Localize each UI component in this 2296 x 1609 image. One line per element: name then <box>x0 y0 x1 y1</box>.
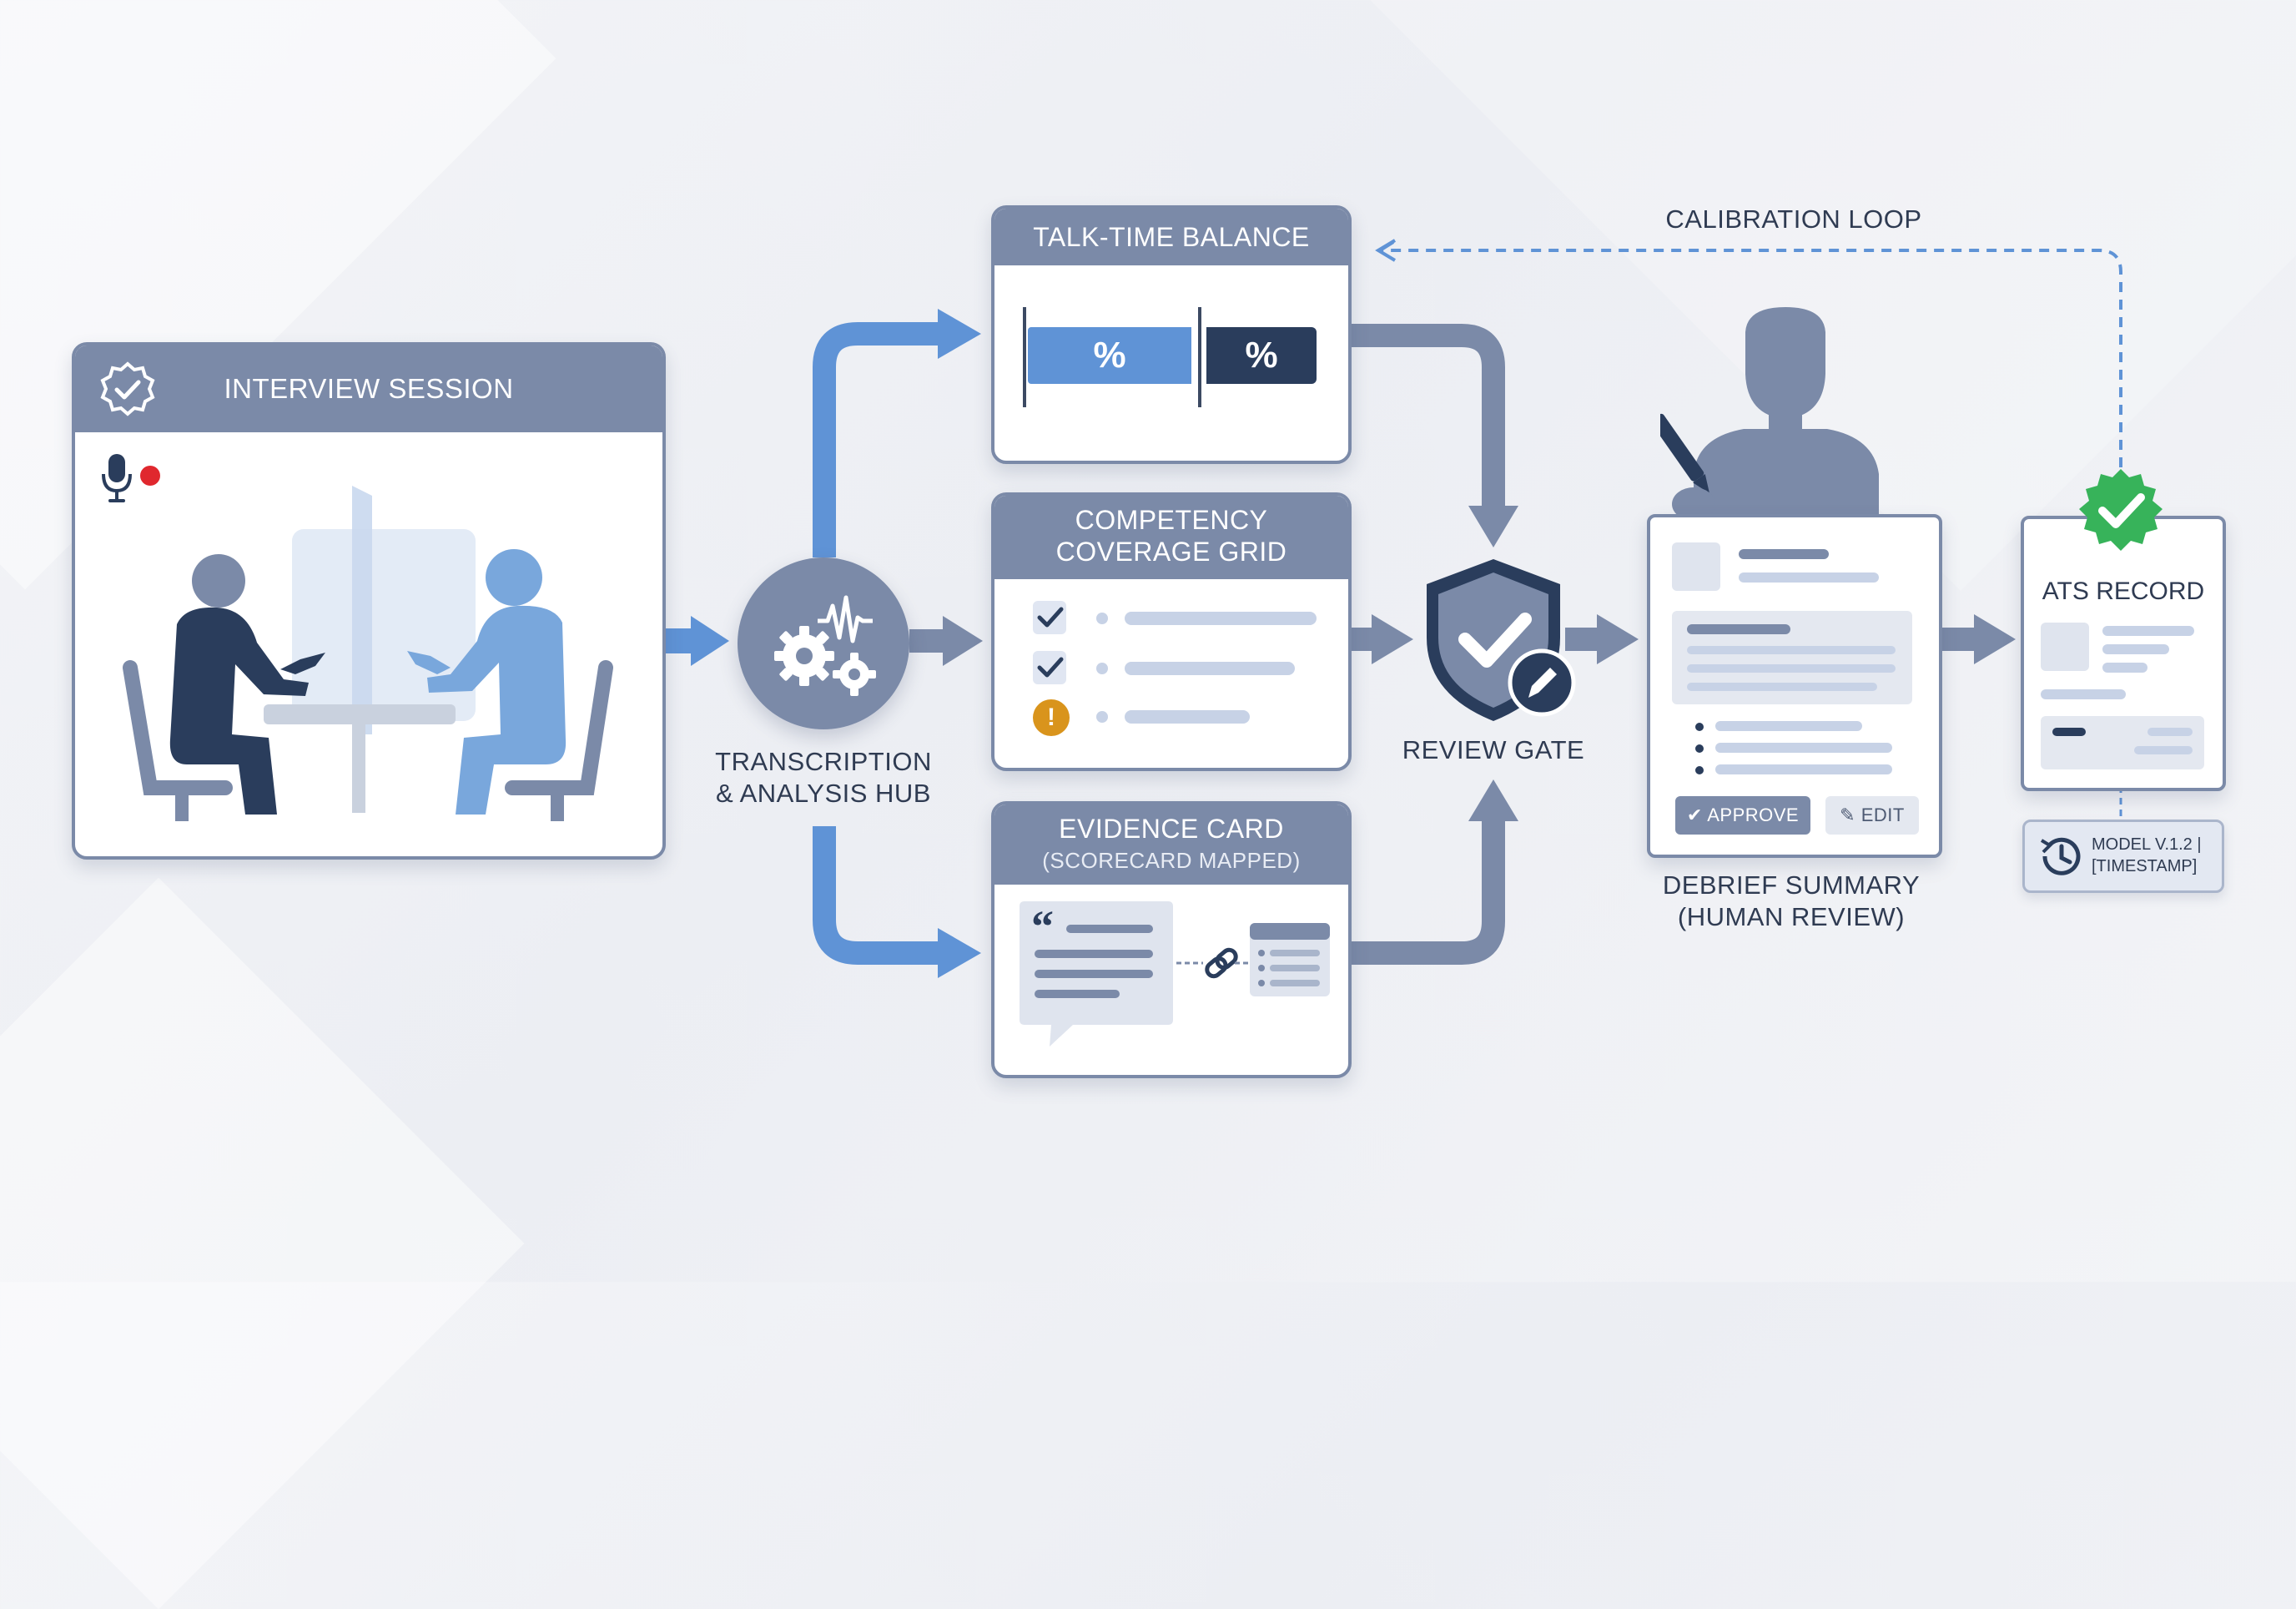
summary-avatar-placeholder <box>1672 542 1720 591</box>
ats-title: ATS RECORD <box>2042 578 2205 605</box>
arrowhead <box>1468 779 1518 821</box>
debrief-label-line1: DEBRIEF SUMMARY <box>1662 870 1921 900</box>
shield-check-edit-icon <box>1427 559 1576 721</box>
review-gate-label: REVIEW GATE <box>1402 735 1585 764</box>
row-bullet <box>1096 711 1108 723</box>
link-icon <box>1205 947 1238 979</box>
ats-avatar-placeholder <box>2041 623 2089 671</box>
talk-bar-interviewer: % <box>1028 327 1191 384</box>
summary-meta-line <box>1739 572 1879 583</box>
row-placeholder-line <box>1125 612 1317 625</box>
calibration-loop-line <box>1380 249 2122 467</box>
evidence-header: EVIDENCE CARD (SCORECARD MAPPED) <box>994 804 1348 885</box>
row-placeholder-line <box>1125 710 1250 724</box>
arrow-hub-to-talk <box>813 322 941 557</box>
model-version-text: MODEL V.1.2 | [TIMESTAMP] <box>2092 834 2217 877</box>
competency-grid-card: COMPETENCY COVERAGE GRID ! <box>991 492 1352 771</box>
edit-label: EDIT <box>1860 804 1905 825</box>
history-clock-icon <box>2040 837 2081 875</box>
bullet <box>1695 723 1704 731</box>
arrowhead <box>1597 614 1639 664</box>
bar-split-tick <box>1198 307 1201 407</box>
verified-badge-icon <box>100 361 155 416</box>
model-version-line: MODEL V.1.2 | <box>2092 835 2202 854</box>
row-bullet <box>1096 663 1108 674</box>
model-version-badge: MODEL V.1.2 | [TIMESTAMP] <box>2022 820 2224 893</box>
ats-line <box>2102 626 2194 636</box>
bullet-line <box>1715 721 1862 731</box>
timestamp-line: [TIMESTAMP] <box>2092 857 2198 875</box>
ats-line <box>2041 689 2126 699</box>
interview-illustration <box>123 486 613 821</box>
arrow-hub-to-evidence <box>813 826 941 965</box>
edit-button[interactable]: ✎ EDIT <box>1825 796 1919 835</box>
scorecard-icon <box>1250 923 1330 996</box>
approve-label: APPROVE <box>1707 804 1800 825</box>
arrowhead <box>938 309 981 359</box>
ats-detail-block <box>2041 716 2204 769</box>
ats-line <box>2102 663 2147 673</box>
approve-button[interactable]: ✔ APPROVE <box>1675 796 1810 835</box>
interview-session-header: INTERVIEW SESSION <box>75 346 662 432</box>
evidence-subtitle: (SCORECARD MAPPED) <box>1042 848 1301 873</box>
evidence-title: EVIDENCE CARD <box>1059 814 1284 844</box>
reviewer-person-icon <box>1660 307 1879 532</box>
checkbox-checked-icon <box>1033 651 1066 684</box>
verified-green-badge-icon <box>2079 469 2163 551</box>
competency-header: COMPETENCY COVERAGE GRID <box>994 496 1348 579</box>
hub-label-line1: TRANSCRIPTION <box>715 747 932 776</box>
interview-session-card: INTERVIEW SESSION <box>72 342 666 860</box>
bar-left-tick <box>1023 307 1026 407</box>
talk-time-header: TALK-TIME BALANCE <box>994 209 1348 265</box>
arrowhead <box>943 616 983 666</box>
ats-line <box>2102 644 2169 654</box>
ats-record-card: ATS RECORD <box>2021 516 2226 791</box>
arrow-talk-to-gate <box>1348 324 1505 511</box>
competency-title-line1: COMPETENCY <box>1075 505 1268 535</box>
bullet <box>1695 766 1704 774</box>
arrowhead <box>1468 506 1518 547</box>
analysis-hub-node <box>738 557 909 729</box>
quote-bubble-icon: “ <box>1020 901 1173 1047</box>
hub-label: TRANSCRIPTION & ANALYSIS HUB <box>697 746 949 810</box>
talk-time-card: TALK-TIME BALANCE % % <box>991 205 1352 464</box>
debrief-label-line2: (HUMAN REVIEW) <box>1677 902 1906 931</box>
recording-dot <box>140 466 160 486</box>
checkmark-icon: ✔ <box>1686 804 1703 825</box>
pencil-icon: ✎ <box>1840 804 1856 825</box>
debrief-summary-card: ✔ APPROVE ✎ EDIT <box>1647 514 1942 858</box>
competency-title-line2: COVERAGE GRID <box>1055 537 1287 567</box>
summary-text-block <box>1672 611 1912 704</box>
row-placeholder-line <box>1125 662 1295 675</box>
svg-text:“: “ <box>1031 901 1054 951</box>
gears-waveform-icon <box>774 595 876 696</box>
warning-icon: ! <box>1033 699 1070 736</box>
arrowhead <box>1372 614 1413 664</box>
evidence-content: “ <box>1020 901 1330 1047</box>
bullet-line <box>1715 764 1892 774</box>
hub-label-line2: & ANALYSIS HUB <box>716 779 931 808</box>
arrowhead <box>691 616 729 666</box>
flow-connectors <box>661 239 2122 978</box>
calibration-loop-label: CALIBRATION LOOP <box>1665 204 1922 234</box>
debrief-label: DEBRIEF SUMMARY (HUMAN REVIEW) <box>1619 870 1964 933</box>
microphone-icon <box>102 454 160 502</box>
row-bullet <box>1096 613 1108 624</box>
interview-session-title: INTERVIEW SESSION <box>224 373 514 404</box>
arrow-evidence-to-gate <box>1348 818 1505 965</box>
evidence-card: EVIDENCE CARD (SCORECARD MAPPED) “ <box>991 801 1352 1078</box>
checkbox-checked-icon <box>1033 601 1066 634</box>
summary-name-line <box>1739 549 1829 559</box>
bullet-line <box>1715 743 1892 753</box>
arrowhead <box>938 928 981 978</box>
talk-bar-candidate: % <box>1206 327 1317 384</box>
bullet <box>1695 744 1704 753</box>
arrowhead <box>1974 614 2016 664</box>
